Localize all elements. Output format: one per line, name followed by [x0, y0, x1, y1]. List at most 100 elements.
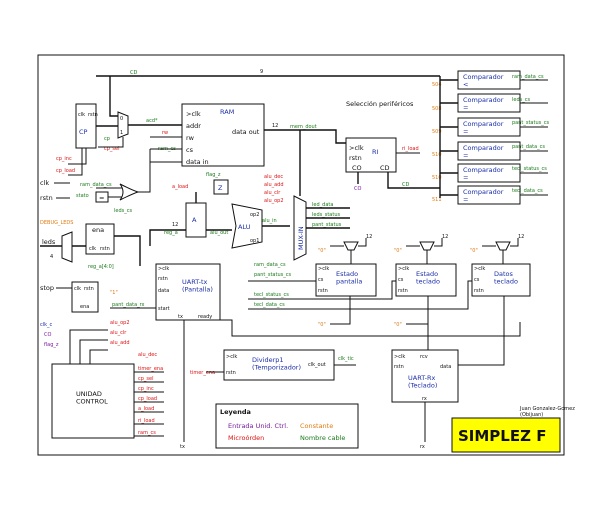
- pant-data-rx-label: pant_data_rx: [112, 302, 145, 308]
- rx-label: rx: [420, 444, 425, 450]
- addr-mux-0: 0: [120, 116, 123, 122]
- ram-data-cs2-label: ram_data_cs: [254, 262, 286, 268]
- timer-ena-label: timer_ena: [190, 370, 215, 376]
- alu-clr-label: alu_clr: [264, 190, 281, 196]
- stop-block: [71, 281, 99, 313]
- ram-block: [181, 103, 265, 167]
- zero-const-5: "0": [318, 322, 326, 328]
- clk-c-label: clk_c: [40, 322, 53, 328]
- comparator-5-const: 511: [432, 197, 442, 203]
- datos-teclado-block: [471, 263, 531, 297]
- leds-block: [85, 223, 115, 255]
- legend-item-1: Constante: [300, 422, 333, 430]
- comparator-0-label: Comparador<: [463, 73, 504, 88]
- mux-in-wires: [299, 130, 350, 229]
- estado-teclado-rstn: rstn: [398, 288, 408, 294]
- comparator-5-label: Comparador=: [463, 188, 504, 203]
- uart-rx-wires: [424, 296, 505, 442]
- comparator-1-out: leds_cs: [512, 97, 530, 103]
- comparator-3-out: pant_data_cs: [512, 144, 545, 150]
- uart-rx-block: [391, 349, 459, 403]
- divider-clk: >clk: [226, 354, 237, 360]
- uc-alu-add: alu_add: [110, 340, 130, 346]
- stop-label: stop: [40, 284, 54, 292]
- uc-ri-load: ri_load: [138, 418, 155, 424]
- tx-label: tx: [180, 444, 185, 450]
- stop-rstn: rstn: [84, 286, 94, 292]
- comparator-4-const: 510: [432, 175, 442, 181]
- ri-cd-out-label: CD: [402, 182, 409, 188]
- comparators: Comparador< 504 ram_data_cs Comparador= …: [432, 70, 549, 205]
- ri-clk: >clk: [349, 144, 364, 152]
- comparator-0-const: 504: [432, 82, 442, 88]
- uart-tx-block: [155, 263, 221, 321]
- clk-tic-label: clk_tic: [338, 356, 354, 362]
- ram-port-datain: data in: [186, 158, 209, 166]
- z-title: Z: [218, 184, 223, 192]
- uc-alu-op2: alu_op2: [110, 320, 130, 326]
- zero-const-4: "0": [394, 322, 402, 328]
- cp-load-label: cp_load: [56, 168, 75, 174]
- mux-in-title: MUX-IN: [297, 226, 305, 250]
- alu-wires: [206, 225, 290, 231]
- or-gate: [119, 183, 140, 201]
- uart-rx-title: UART-Rx(Teclado): [408, 374, 437, 389]
- leds-rstn: rstn: [100, 246, 110, 252]
- ri-co-out-label: CO: [354, 186, 361, 192]
- uart-tx-title: UART-tx(Pantalla): [182, 278, 213, 293]
- debug-leds-label: DEBUG_LEDS: [40, 220, 73, 226]
- sel-perifericos-label: Selección periféricos: [346, 100, 414, 108]
- tecl-status-cs-label: tecl_status_cs: [254, 292, 289, 298]
- datos-teclado-cs: cs: [474, 277, 480, 283]
- pant-status-mux: [343, 241, 359, 251]
- legend-item-0: Entrada Unid. Ctrl.: [228, 422, 288, 430]
- uc-cp-inc: cp_inc: [138, 386, 154, 392]
- leds-ena: ena: [92, 226, 104, 234]
- ram-data-cs-wires: [96, 149, 151, 198]
- bus-width-12-e: 12: [518, 234, 524, 240]
- led-data-label: led_data: [312, 202, 333, 208]
- bus-width-12-c: 12: [366, 234, 372, 240]
- ri-block: [345, 137, 397, 173]
- ri-cd: CD: [380, 164, 390, 172]
- divider-wires: [206, 364, 356, 373]
- uart-tx-tx: tx: [178, 314, 183, 320]
- title-box: [451, 417, 561, 453]
- cp-block: [75, 103, 97, 149]
- cp-rstn-label: rstn: [88, 112, 98, 118]
- leds-mux: [61, 231, 73, 263]
- estado-pantalla-block: [315, 263, 377, 297]
- leds-status-label: leds_status: [312, 212, 341, 218]
- uart-rx-rcv: rcv: [420, 354, 428, 360]
- uart-tx-clk: >clk: [158, 266, 169, 272]
- rstn-input-label: rstn: [40, 194, 53, 202]
- estado-teclado-cs: cs: [398, 277, 404, 283]
- clk-input-label: clk: [40, 179, 49, 187]
- cp-in-wires: [68, 148, 87, 176]
- bottom-status-wires: [330, 296, 429, 325]
- ram-port-dataout: data out: [232, 128, 260, 136]
- ri-rstn: rstn: [349, 154, 362, 162]
- alu-op-label: alu_op2: [264, 198, 284, 204]
- acd-label: acd*: [146, 118, 158, 124]
- zero-const-2: "0": [394, 248, 402, 254]
- uc-cp-load: cp_load: [138, 396, 157, 402]
- cp-sel-label: cp_sel: [104, 146, 120, 152]
- uart-tx-start: start: [158, 306, 170, 312]
- unidad-control-block: [51, 363, 135, 439]
- co-label: CO: [44, 332, 51, 338]
- comparator-2-label: Comparador=: [463, 120, 504, 135]
- bus-width-9-top: 9: [260, 69, 263, 75]
- pant-status-label: pant_status: [312, 222, 342, 228]
- diagram-title: SIMPLEZ F: [458, 427, 546, 445]
- cp-clk-label: clk: [78, 112, 85, 118]
- bus-width-12-a: 12: [272, 123, 278, 129]
- ram-port-clk: >clk: [186, 110, 201, 118]
- uart-tx-ready: ready: [198, 314, 212, 320]
- cp-inc-label: cp_inc: [56, 156, 72, 162]
- uart-tx-data: data: [158, 288, 169, 294]
